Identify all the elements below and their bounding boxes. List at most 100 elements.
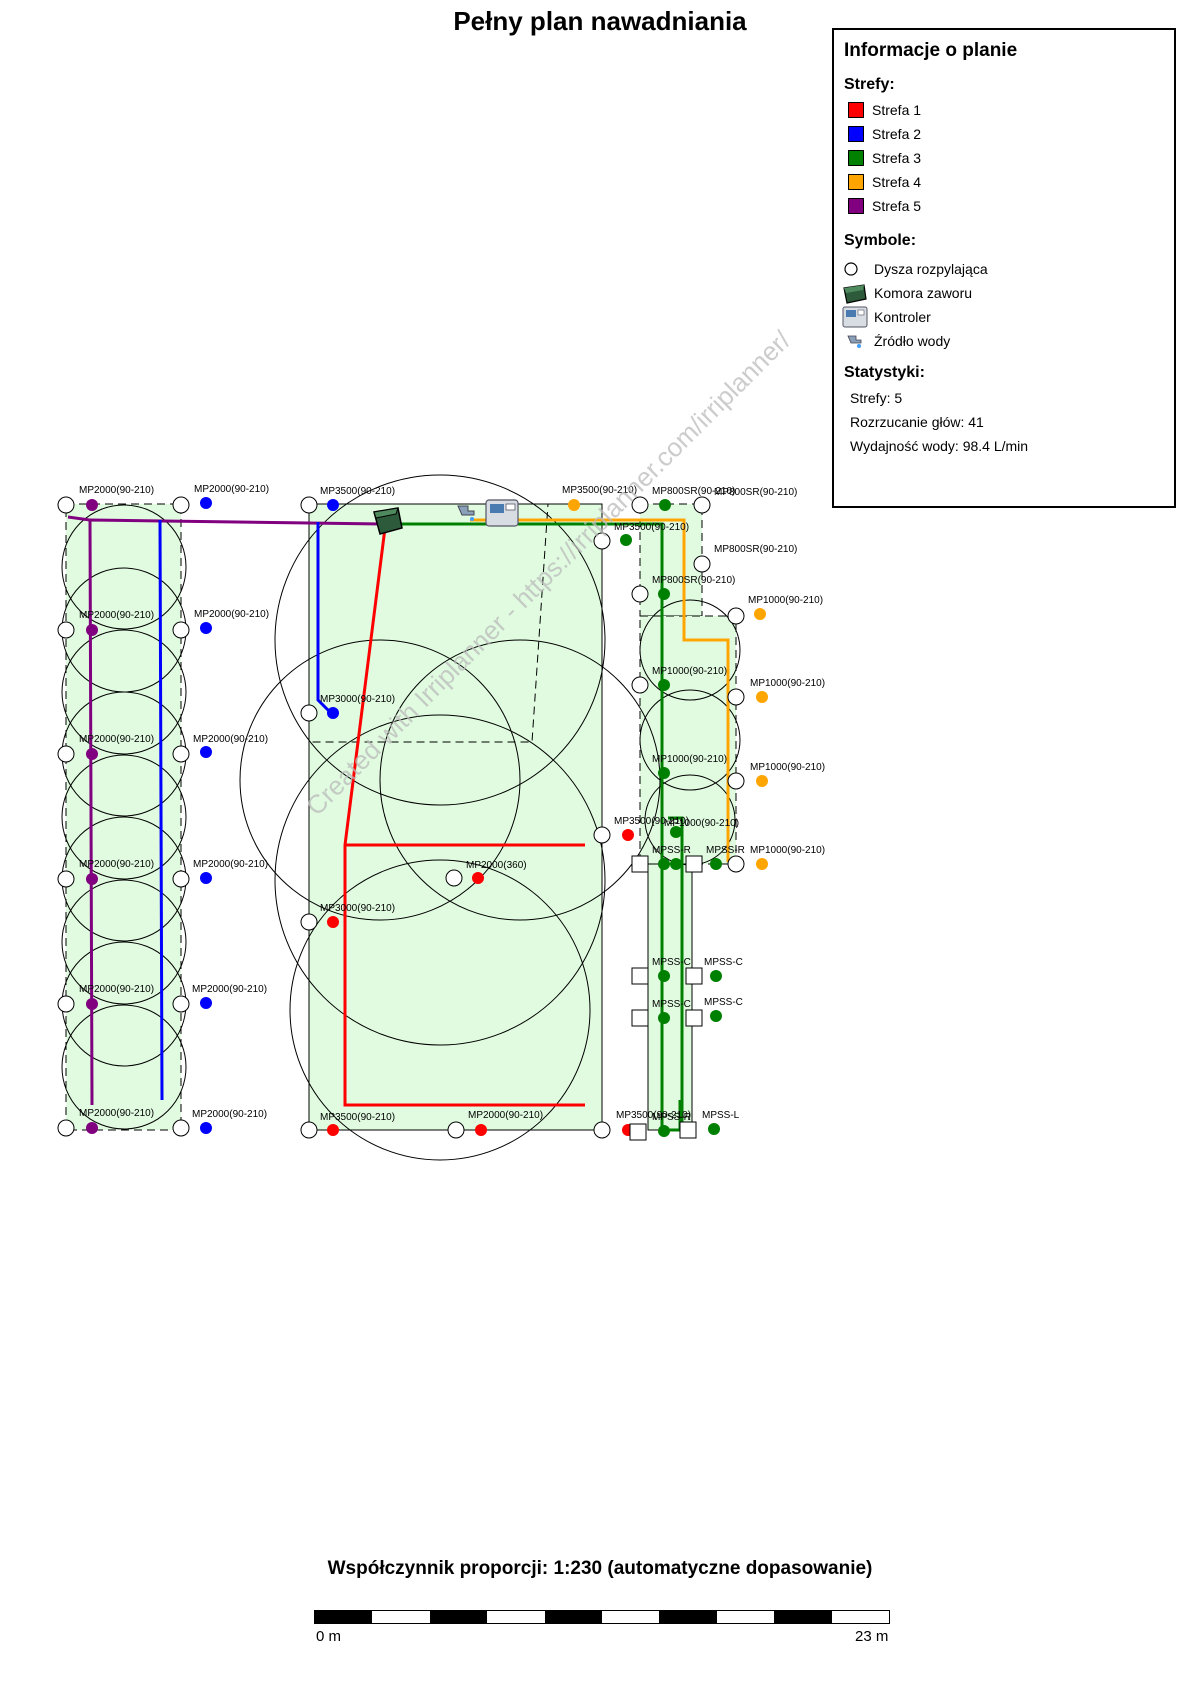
spray-head[interactable]: MPSS-C [631, 999, 691, 1027]
spray-head[interactable]: MP2000(90-210) [172, 1109, 267, 1137]
spray-head[interactable]: MP1000(90-210) [652, 754, 727, 779]
pipes [67, 515, 730, 1132]
equipment [373, 499, 519, 535]
zones-heading: Strefy: [844, 76, 895, 93]
spray-head[interactable]: MP3500(90-210) [614, 522, 689, 546]
valve-box-icon[interactable] [373, 507, 403, 535]
head-label: MP2000(90-210) [468, 1110, 543, 1121]
head-label: MPSS-C [652, 957, 691, 968]
symbol-label: Źródło wody [874, 333, 951, 349]
head-label: MP3000(90-210) [320, 694, 395, 705]
spray-head[interactable]: MPSS-C [685, 957, 743, 985]
spray-head[interactable]: MP3500(90-210) [593, 816, 689, 844]
legend-title: Informacje o planie [844, 40, 1018, 61]
head-label: MP3000(90-210) [320, 903, 395, 914]
spray-head[interactable]: MP3000(90-210) [300, 694, 395, 722]
head-label: MP800SR(90-210) [652, 486, 735, 497]
head-label: MP2000(90-210) [192, 984, 267, 995]
scale-segment [429, 1611, 488, 1623]
head-label: MP1000(90-210) [748, 595, 823, 606]
zone-label: Strefa 5 [872, 198, 922, 214]
spray-head[interactable]: MP3000(90-210) [300, 903, 395, 931]
scale-segment [832, 1611, 889, 1623]
spray-head[interactable]: MP2000(90-210) [57, 984, 154, 1013]
stat-zones: Strefy: 5 [850, 390, 903, 406]
spray-head[interactable]: MP2000(90-210) [57, 485, 154, 514]
symbol-label: Komora zaworu [874, 285, 973, 301]
spray-head[interactable]: MP2000(90-210) [57, 734, 154, 763]
spray-head[interactable]: MPSS-R [631, 845, 691, 873]
spray-head[interactable]: MPSS-C [631, 957, 691, 985]
head-label: MPSS-C [704, 957, 743, 968]
zone3-heads: MP800SR(90-210) MP800SR(90-210) MP800SR(… [614, 486, 797, 1141]
legend-zone-2: Strefa 2 [848, 124, 921, 144]
spray-head[interactable]: MP1000(90-210) [664, 818, 739, 838]
spray-head[interactable]: MP800SR(90-210) [631, 486, 735, 514]
spray-head[interactable]: MP2000(90-210) [172, 609, 269, 639]
head-label: MPSS-L [702, 1110, 740, 1121]
spray-head[interactable]: MP2000(90-210) [57, 1108, 154, 1137]
spray-head[interactable]: MP1000(90-210) [727, 762, 825, 790]
legend-symbol-valve: Komora zaworu [842, 282, 972, 304]
spray-head[interactable]: MPSS-R [685, 845, 745, 873]
water-tap-icon [842, 330, 868, 352]
zone-swatch [848, 150, 864, 166]
zone-label: Strefa 1 [872, 102, 922, 118]
pipe-zone2 [158, 519, 332, 1101]
valve-box-icon [842, 282, 868, 304]
head-label: MP2000(90-210) [193, 859, 268, 870]
head-label: MP2000(90-210) [193, 734, 268, 745]
head-label: MP2000(90-210) [79, 485, 154, 496]
spray-head[interactable]: MP1000(90-210) [727, 678, 825, 706]
head-label: MP3500(90-210) [320, 1112, 395, 1123]
spray-head[interactable]: MP3500(90-210) [300, 486, 395, 514]
spray-head[interactable]: MP3500(90-210) [562, 485, 637, 550]
spray-head[interactable]: MP2000(90-210) [447, 1110, 543, 1139]
spray-head[interactable]: MP800SR(90-210) [693, 544, 797, 573]
scale-segment [717, 1611, 774, 1623]
zone-swatch [848, 198, 864, 214]
spray-head[interactable]: MP2000(90-210) [172, 734, 268, 763]
controller-icon[interactable] [485, 499, 519, 527]
spray-head[interactable]: MP3500(90-210) [300, 1112, 395, 1139]
lawn-area-right-mid[interactable] [639, 615, 737, 865]
head-label: MP2000(90-210) [79, 859, 154, 870]
spray-head[interactable]: MP1000(90-210) [727, 595, 823, 625]
spray-head[interactable]: MP2000(360) [445, 860, 527, 887]
head-label: MP2000(90-210) [194, 609, 269, 620]
head-label: MP3500(90-210) [616, 1110, 691, 1121]
head-label: MPSS-C [652, 999, 691, 1010]
zone-label: Strefa 2 [872, 126, 922, 142]
spray-head[interactable]: MPSS-R [629, 1112, 691, 1141]
spray-head[interactable]: MP2000(90-210) [172, 484, 269, 514]
head-label: MPSS-R [652, 845, 691, 856]
spray-head[interactable]: MP800SR(90-210) [693, 487, 797, 514]
spray-head[interactable]: MPSS-C [685, 997, 743, 1027]
lawn-area-main[interactable] [308, 503, 603, 1131]
spray-head[interactable]: MP2000(90-210) [172, 859, 268, 888]
legend-panel: Informacje o planie Strefy: Strefa 1 Str… [832, 28, 1176, 508]
head-label: MP3500(90-210) [320, 486, 395, 497]
stat-flow: Wydajność wody: 98.4 L/min [850, 438, 1029, 454]
legend-zone-1: Strefa 1 [848, 100, 921, 120]
head-label: MP1000(90-210) [750, 845, 825, 856]
scale-segment [544, 1611, 603, 1623]
head-label: MPSS-R [652, 1112, 691, 1123]
spray-head[interactable]: MP1000(90-210) [727, 845, 825, 873]
head-label: MP3500(90-210) [562, 485, 637, 496]
pipe-zone4 [470, 518, 730, 862]
pipe-zone5 [67, 515, 386, 1106]
spray-head[interactable]: MPSS-L [679, 1110, 740, 1139]
spray-head[interactable]: MP2000(90-210) [57, 610, 154, 639]
head-label: MP2000(360) [466, 860, 527, 871]
spray-head[interactable]: MP1000(90-210) [631, 666, 727, 694]
scale-segment [315, 1611, 373, 1623]
spray-head[interactable]: MP2000(90-210) [57, 859, 154, 888]
head-label: MP1000(90-210) [750, 678, 825, 689]
stat-heads: Rozrzucanie głów: 41 [850, 414, 984, 430]
water-tap-icon[interactable] [457, 505, 475, 521]
lawn-area-strip[interactable] [647, 863, 693, 1131]
legend-zone-3: Strefa 3 [848, 148, 921, 168]
spray-head[interactable]: MP800SR(90-210) [631, 575, 735, 603]
spray-head[interactable]: MP2000(90-210) [172, 984, 267, 1013]
